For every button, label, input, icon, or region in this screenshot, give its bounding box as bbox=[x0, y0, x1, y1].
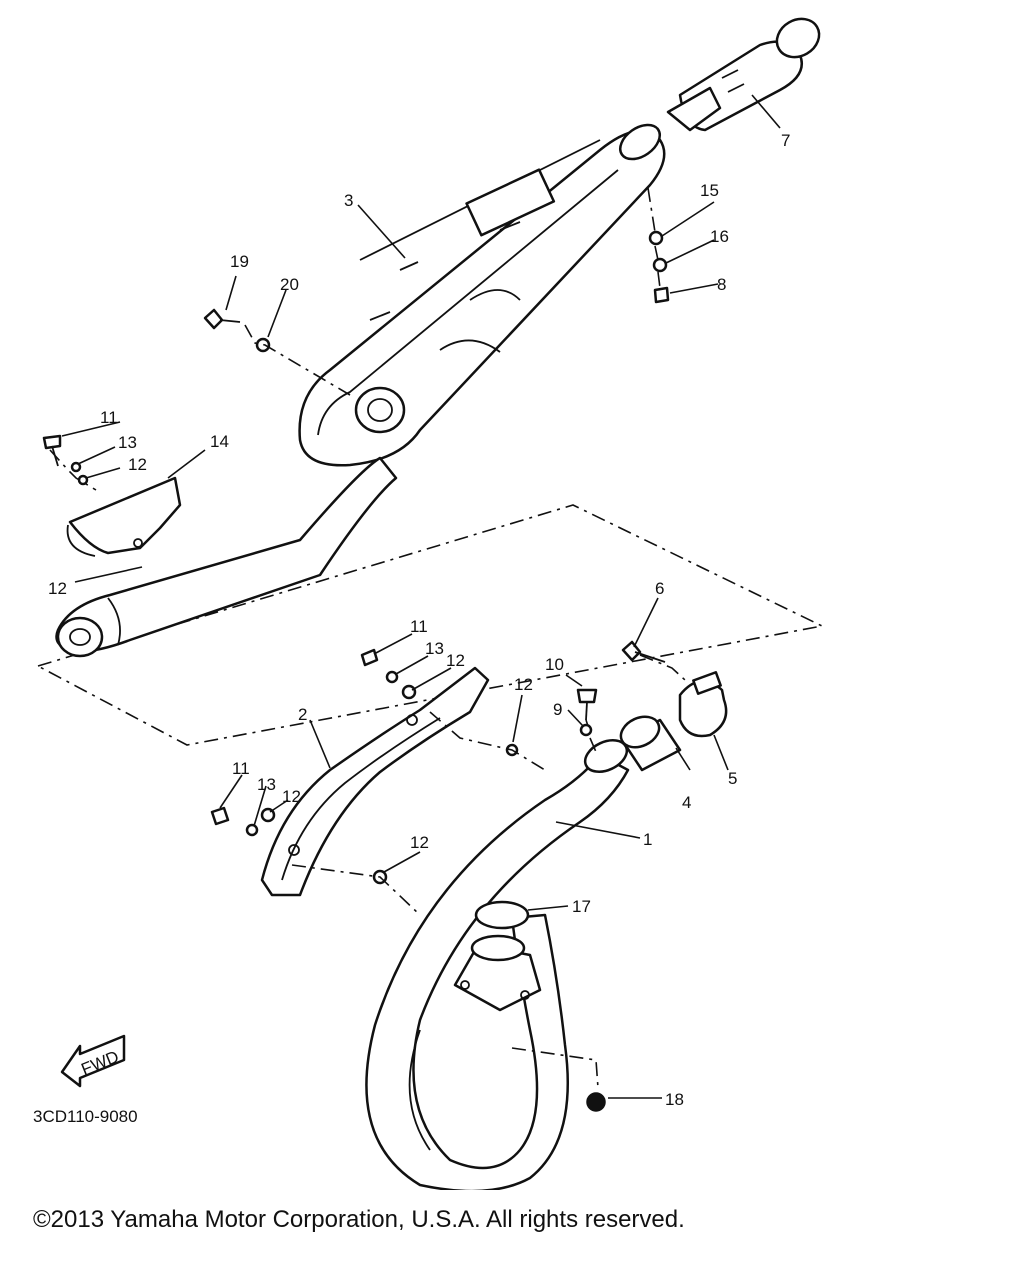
bolt-11-upper bbox=[42, 434, 62, 467]
callout-17: 17 bbox=[572, 897, 591, 916]
callout-12-upper: 12 bbox=[128, 455, 147, 474]
callout-20: 20 bbox=[280, 275, 299, 294]
muffler-inlet-pipe bbox=[55, 456, 398, 658]
copyright-notice: ©2013 Yamaha Motor Corporation, U.S.A. A… bbox=[33, 1206, 685, 1233]
exhaust-gasket bbox=[474, 900, 530, 930]
callout-16: 16 bbox=[710, 227, 729, 246]
bolt-19 bbox=[203, 308, 241, 330]
nut-18 bbox=[586, 1092, 606, 1112]
callout-8: 8 bbox=[717, 275, 726, 294]
callout-12-bracket: 12 bbox=[48, 579, 67, 598]
bolt-11-lower bbox=[210, 806, 230, 826]
callout-13-lower: 13 bbox=[257, 775, 276, 794]
tail-pipe-part bbox=[666, 17, 821, 132]
callout-7: 7 bbox=[781, 131, 790, 150]
callout-9: 9 bbox=[553, 700, 562, 719]
muffler-part bbox=[298, 123, 666, 467]
callout-leader-lines bbox=[61, 94, 781, 1099]
callout-11-middle: 11 bbox=[410, 617, 428, 636]
washer-20 bbox=[255, 337, 271, 353]
callout-12-lower: 12 bbox=[282, 787, 301, 806]
callout-6: 6 bbox=[655, 579, 664, 598]
callout-5: 5 bbox=[728, 769, 737, 788]
bolt-11-middle bbox=[360, 648, 379, 667]
exhaust-parts-diagram: 3 7 15 16 8 19 20 11 13 12 14 12 6 11 13… bbox=[33, 17, 825, 1190]
callout-10: 10 bbox=[545, 655, 564, 674]
callout-12-protector: 12 bbox=[514, 675, 533, 694]
heat-protector bbox=[260, 666, 490, 897]
callout-2: 2 bbox=[298, 705, 307, 724]
callout-18: 18 bbox=[665, 1090, 684, 1109]
grommet-13b bbox=[385, 670, 399, 684]
assembly-reference-plane bbox=[35, 504, 825, 746]
exhaust-clamp bbox=[678, 671, 728, 738]
callout-14: 14 bbox=[210, 432, 229, 451]
collar-12c bbox=[401, 684, 417, 700]
callout-19: 19 bbox=[230, 252, 249, 271]
bolt-6 bbox=[621, 640, 666, 663]
nut-9 bbox=[579, 723, 593, 737]
callout-1: 1 bbox=[643, 830, 652, 849]
callout-13-upper: 13 bbox=[118, 433, 137, 452]
callout-3: 3 bbox=[344, 191, 353, 210]
exhaust-pipe bbox=[365, 739, 630, 1190]
callout-12-pipe: 12 bbox=[410, 833, 429, 852]
grommet-13a bbox=[70, 461, 82, 473]
damper-16 bbox=[652, 257, 668, 273]
grommet-13c bbox=[245, 823, 259, 837]
exhaust-flange bbox=[453, 934, 542, 1012]
callout-11-upper: 11 bbox=[100, 408, 118, 427]
callout-15: 15 bbox=[700, 181, 719, 200]
callout-4: 4 bbox=[682, 793, 691, 812]
callout-11-lower: 11 bbox=[232, 759, 250, 778]
diagram-reference-code: 3CD110-9080 bbox=[33, 1107, 138, 1126]
callout-13-middle: 13 bbox=[425, 639, 444, 658]
washer-15 bbox=[648, 230, 664, 246]
assembly-guide-lines bbox=[49, 187, 686, 1089]
muffler-bracket bbox=[66, 476, 182, 557]
fwd-arrow-icon: FWD bbox=[60, 1034, 126, 1088]
bolt-10 bbox=[576, 688, 598, 721]
callout-12-middle: 12 bbox=[446, 651, 465, 670]
bolt-8 bbox=[653, 286, 670, 304]
exhaust-joint bbox=[619, 715, 682, 772]
